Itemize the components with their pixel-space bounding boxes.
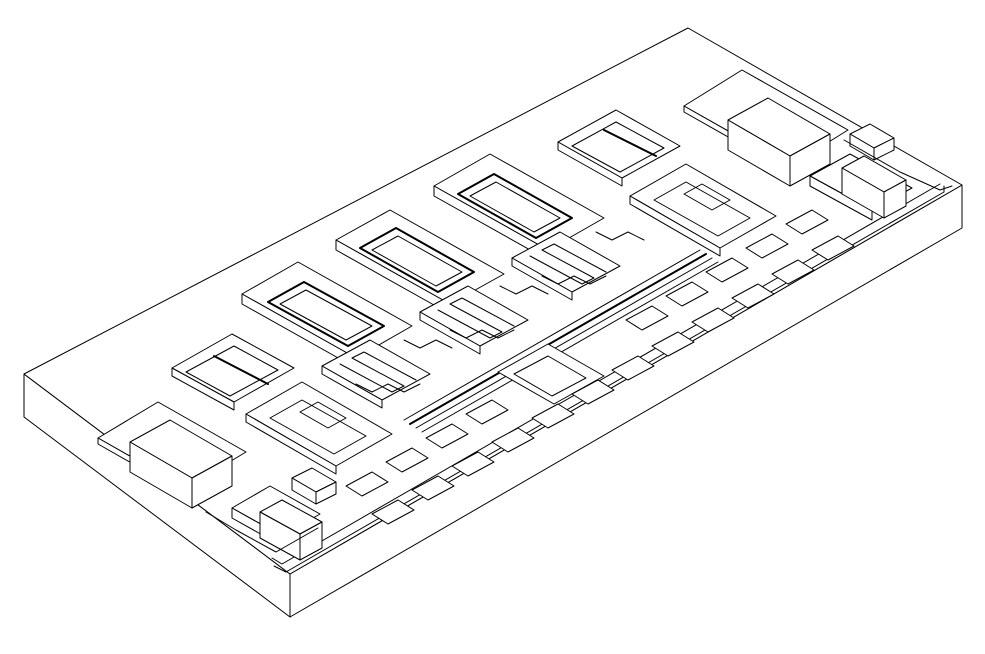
right-pavilion-front [557,141,623,187]
bay [745,233,789,259]
right-end-building [683,69,953,221]
left-end-building [97,401,337,561]
cell-row-2 [449,329,515,339]
courtyard-left-inner [269,399,367,455]
bay [531,403,575,429]
wing-2-frame [359,227,475,293]
front-bays [371,235,855,525]
central-spine [403,249,719,433]
wing-1-frame-inner [279,289,373,341]
bay [771,259,815,285]
right-pavilion-rail [603,129,657,157]
stepped-blocks [321,231,621,409]
bay [571,379,615,405]
right-tower-side [789,133,831,187]
middle-bays [345,209,829,497]
courtyard-left-front [245,413,337,475]
bay [465,399,509,425]
spine-line-1 [403,249,701,421]
left-box-b-side [315,481,337,505]
wing-1 [241,261,413,369]
step-block-2-steps [437,297,515,339]
bay [425,423,469,449]
bay [451,451,495,477]
right-box-b-side [873,137,895,161]
step-block-1-front [321,365,383,409]
cell-row-4 [595,231,645,241]
bay [705,257,749,283]
left-pavilion-rail [213,355,269,385]
bay [611,355,655,381]
bay [491,427,535,453]
spine-line-2 [409,253,707,425]
step-block-1-steps [339,351,417,393]
wing-1-frame [267,281,385,347]
spine-hub-inner [513,355,587,397]
spine-line-4 [421,261,719,433]
bay [665,281,709,307]
step-block-3-steps [529,243,607,285]
courtyard-right-inner [653,181,751,237]
wing-3 [433,153,605,261]
bay [651,331,695,357]
left-tower-side [191,455,233,509]
wing-3-frame [457,173,573,239]
bay [785,209,829,235]
courtyard-left-cell [299,401,347,429]
left-pavilion-front [171,367,235,411]
cell-details [355,231,645,393]
right-pavilion-inset [571,121,665,173]
bay [411,475,455,501]
bay [691,307,735,333]
cell-row-5 [499,285,549,295]
cell-row-3 [541,275,607,285]
bay [625,305,669,331]
courtyard-right-cell [683,183,731,211]
right-box-a-side [883,179,907,219]
bay [385,447,429,473]
left-walkway [205,511,319,553]
cell-row-6 [403,339,453,349]
courtyard-right-front [629,195,721,257]
wing-2-frame-inner [371,235,463,287]
left-box-a-side [299,521,323,561]
bay [371,499,415,525]
bay [345,471,389,497]
spine-hub [497,343,605,405]
bay [731,283,775,309]
courtyards [245,163,777,475]
cell-row-1 [355,383,421,393]
wing-2 [335,209,505,315]
spine-line-3 [415,257,713,429]
rear-pavilions [171,109,681,411]
bay [811,235,855,261]
wing-3-frame-inner [469,181,561,233]
left-pavilion-inset [185,345,279,397]
right-walkway [843,139,953,191]
